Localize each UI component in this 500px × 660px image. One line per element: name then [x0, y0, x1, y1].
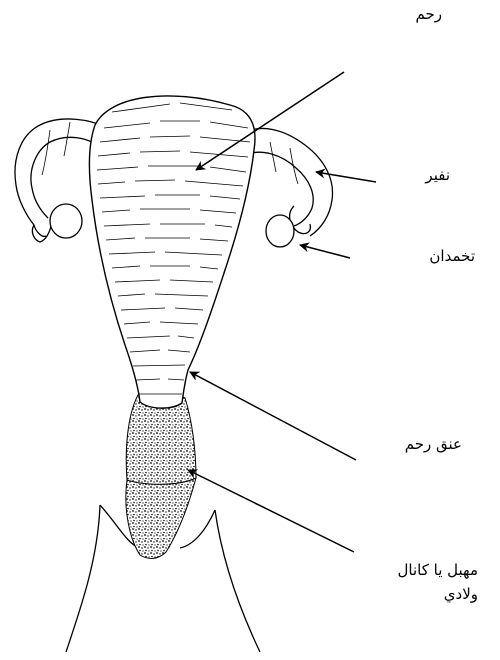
label-vagina: مهبل يا کانال ولادي — [338, 558, 478, 606]
arrow-fallopian-tube — [316, 172, 376, 182]
label-fallopian-tube: نفير — [425, 163, 450, 187]
arrow-ovary — [300, 245, 350, 258]
arrow-vagina — [188, 470, 354, 552]
arrow-cervix — [190, 372, 356, 460]
label-cervix: عنق رحم — [405, 432, 462, 456]
label-vagina-line1: مهبل يا کانال — [338, 558, 478, 582]
label-uterus: رحم — [416, 2, 443, 26]
label-ovary: تخمدان — [429, 244, 475, 268]
right-ovary — [266, 215, 294, 247]
left-ovary — [50, 204, 82, 238]
label-vagina-line2: ولادي — [338, 582, 478, 606]
